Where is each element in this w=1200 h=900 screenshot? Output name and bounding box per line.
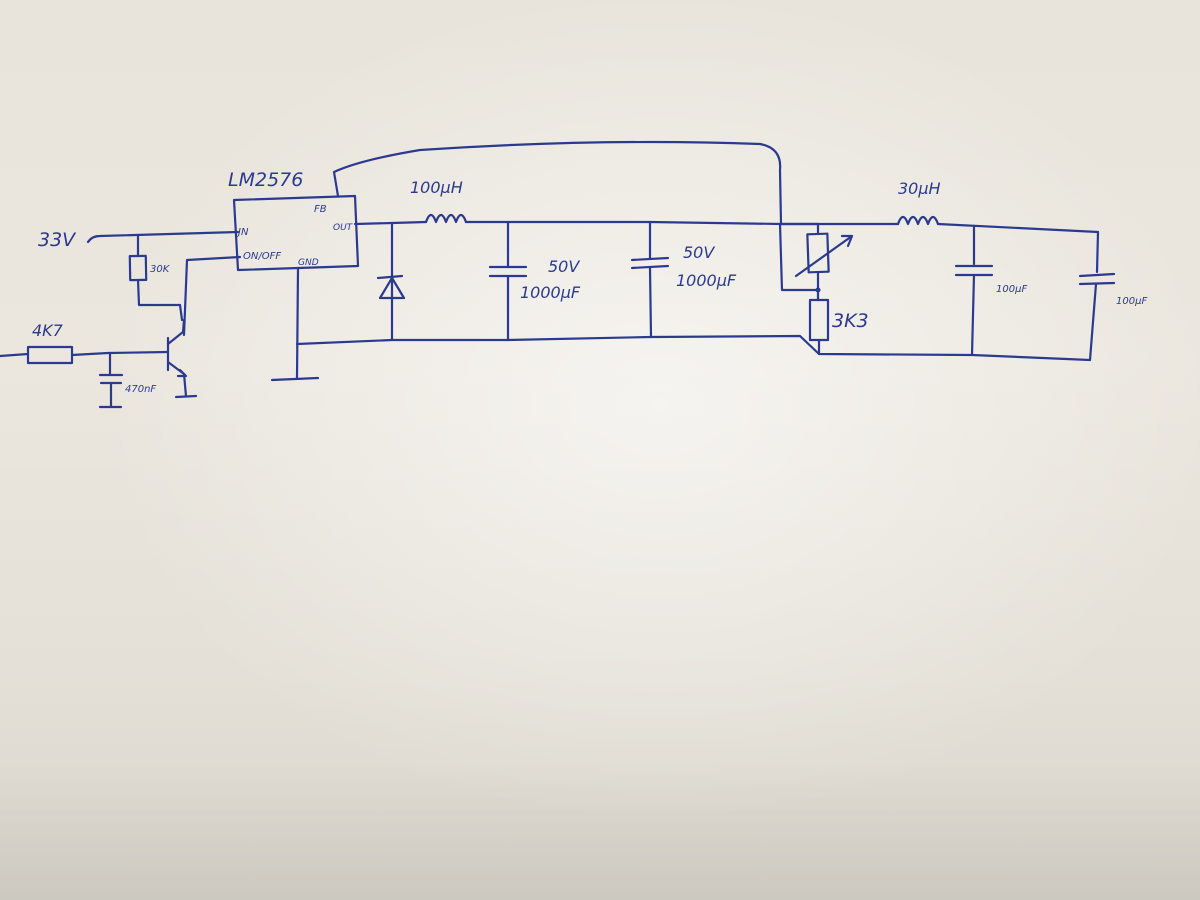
input-voltage-label: 33V (38, 229, 77, 251)
base-capacitor (98, 351, 124, 409)
cap1-voltage-label: 50V (548, 257, 580, 276)
base-capacitor-label: 470nF (125, 384, 156, 395)
main-inductor (424, 213, 468, 224)
bulk-capacitor-2 (630, 220, 670, 339)
cap1-value-label: 1000µF (520, 283, 581, 302)
lm2576-ic: LM2576 FB OUT JN ON/OFF GND (228, 169, 360, 272)
filter-inductor-label: 30µH (898, 179, 941, 198)
pullup-resistor (128, 254, 148, 282)
base-resistor-label: 4K7 (32, 321, 64, 340)
ic-pin-onoff: ON/OFF (243, 251, 281, 262)
pullup-resistor-label: 30K (150, 264, 171, 275)
ic-pin-fb: FB (314, 204, 327, 215)
feedback-divider (778, 222, 854, 356)
filter-cap1-label: 100µF (996, 284, 1027, 295)
cap2-voltage-label: 50V (683, 243, 715, 262)
filter-inductor (896, 215, 940, 226)
cap2-value-label: 1000µF (676, 271, 737, 290)
paper-shadow (0, 760, 1200, 900)
output-rail (353, 220, 428, 226)
input-section: 33V 30K 4K7 470nF (0, 229, 242, 409)
ic-name-label: LM2576 (228, 169, 303, 191)
ic-pin-in: JN (236, 227, 249, 238)
ic-pin-gnd: GND (298, 258, 319, 268)
filter-capacitor-2 (1078, 230, 1116, 362)
flyback-diode (376, 221, 406, 342)
switch-transistor (166, 318, 198, 399)
ic-pin-out: OUT (333, 223, 354, 233)
ic-ground (270, 266, 320, 382)
filter-capacitor-1 (954, 224, 994, 357)
main-inductor-label: 100µH (410, 178, 463, 197)
divider-resistor (808, 298, 830, 342)
feedback-line (332, 140, 783, 226)
filter-cap2-label: 100µF (1116, 296, 1147, 307)
ground-rail (295, 334, 1092, 362)
divider-resistor-label: 3K3 (832, 310, 869, 332)
bulk-capacitor-1 (488, 220, 528, 342)
base-resistor (26, 345, 74, 365)
